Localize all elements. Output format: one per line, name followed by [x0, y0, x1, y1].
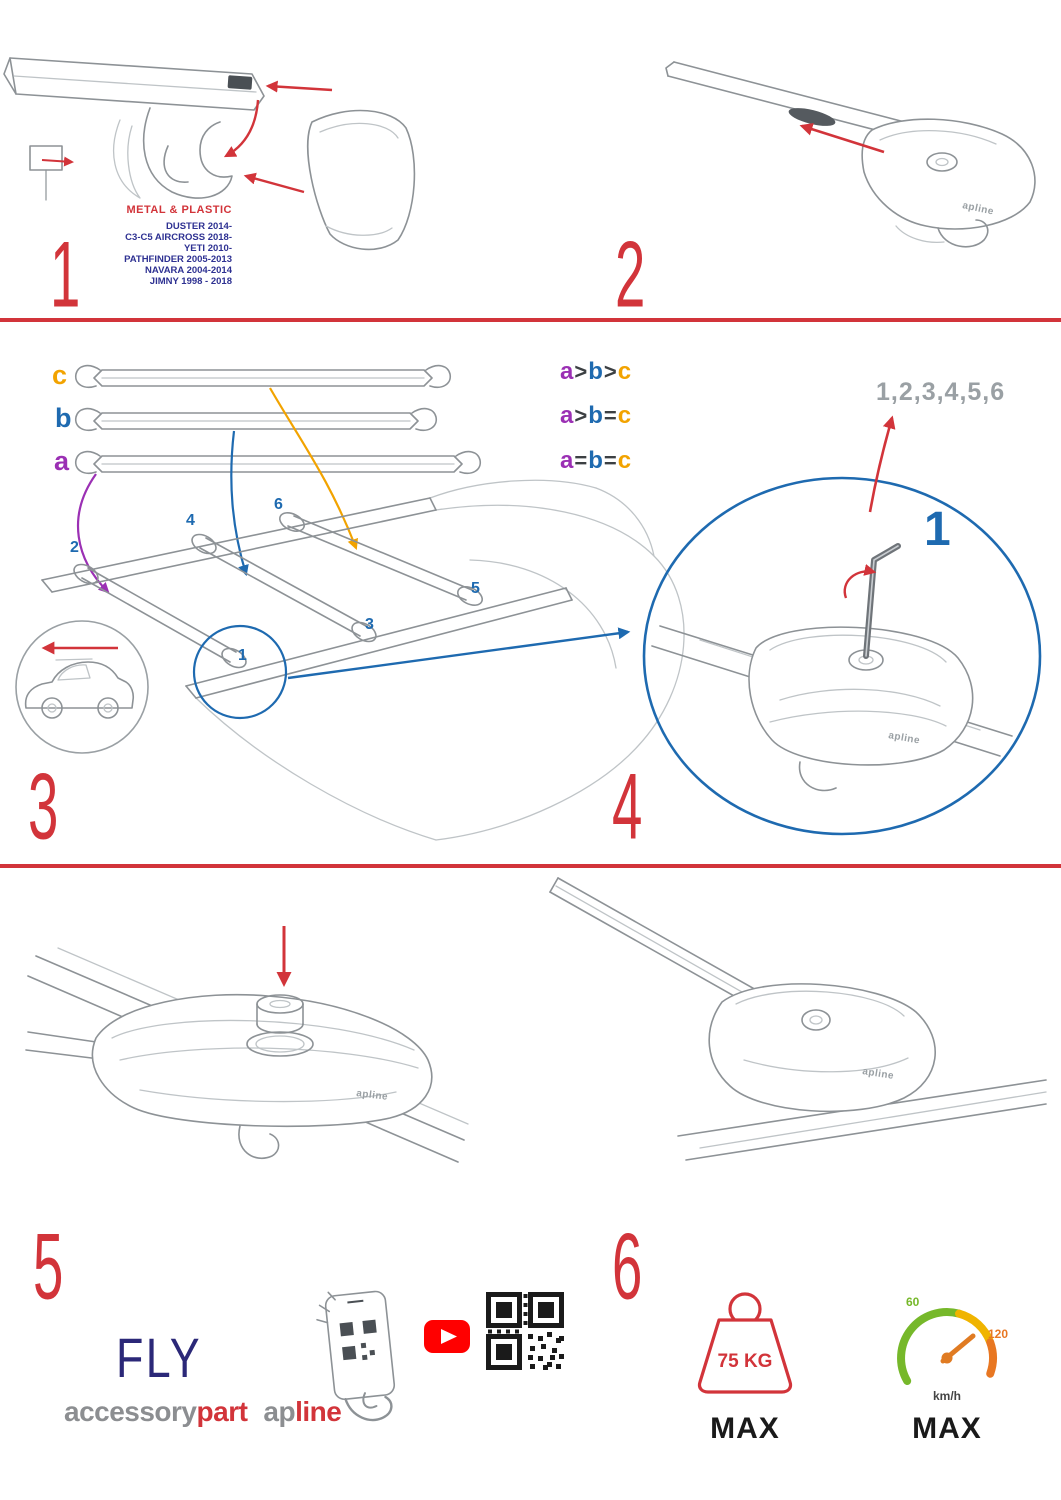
legend-op: >	[603, 359, 618, 384]
legend-a: a	[560, 358, 575, 385]
step4-number: 4	[612, 753, 643, 859]
max-speed-label: MAX	[912, 1412, 982, 1445]
speed-120-label: 120	[988, 1327, 1009, 1341]
vehicle-list: DUSTER 2014- C3-C5 AIRCROSS 2018- YETI 2…	[72, 221, 232, 287]
speed-unit-label: km/h	[932, 1389, 961, 1403]
apline-logo: apline	[887, 730, 920, 746]
apline-logo: apline	[356, 1088, 389, 1103]
step2-illustration: apline	[665, 61, 1036, 248]
legend-c: c	[617, 402, 633, 429]
roof-position-4: 4	[186, 512, 195, 529]
legend-op: =	[574, 448, 589, 473]
detail-connector-arrow	[287, 627, 631, 680]
legend-row-2: a>b=c	[560, 402, 632, 430]
max-weight-label: MAX	[710, 1412, 780, 1445]
max-weight-value: 75 KG	[717, 1351, 773, 1372]
legend-b: b	[588, 358, 604, 385]
bar-label-b: b	[55, 403, 72, 433]
bar-label-a: a	[54, 446, 70, 476]
rotation-arrow	[843, 564, 877, 599]
max-weight-icon	[697, 1292, 793, 1394]
speed-60-label: 60	[906, 1295, 920, 1309]
vehicle-item: PATHFINDER 2005-2013	[124, 254, 232, 265]
section-divider-2	[0, 864, 1061, 868]
legend-b: b	[588, 402, 604, 429]
legend-op: >	[574, 403, 589, 428]
car-orientation-inset	[15, 620, 149, 754]
apline-logo: apline	[263, 1398, 341, 1426]
ap-text: ap	[263, 1396, 296, 1427]
roof-position-3: 3	[365, 616, 374, 633]
bar-label-c: c	[52, 360, 68, 390]
roof-position-5: 5	[471, 580, 480, 597]
legend-row-3: a=b=c	[560, 447, 632, 475]
apline-logo: apline	[862, 1066, 895, 1082]
vehicle-item: NAVARA 2004-2014	[145, 265, 232, 276]
roof-drawing	[41, 479, 685, 841]
roof-position-2: 2	[70, 539, 79, 556]
vehicle-item: YETI 2010-	[183, 243, 232, 254]
accessorypart-logo: accessorypart	[64, 1396, 248, 1427]
legend-row-1: a>b>c	[560, 358, 632, 386]
step2-arrow	[799, 122, 885, 154]
bars-abc-drawing	[74, 364, 482, 475]
vehicle-item: JIMNY 1998 - 2018	[149, 276, 232, 287]
step1-illustration	[3, 57, 416, 251]
bar-position-leaders	[76, 387, 358, 594]
section-divider-1	[0, 318, 1061, 322]
step6-number: 6	[612, 1213, 643, 1319]
brand-logos: accessorypart apline	[64, 1396, 342, 1427]
sequence-callout-arrow	[868, 415, 896, 513]
qr-code	[486, 1292, 564, 1370]
step5-number: 5	[33, 1213, 64, 1319]
scan-phone-icon	[316, 1290, 396, 1422]
legend-a: a	[560, 402, 575, 429]
legend-a: a	[560, 447, 575, 474]
position1-callout-circle	[192, 624, 288, 720]
step6-illustration: apline	[549, 877, 1047, 1161]
accessory-text: accessory	[64, 1396, 197, 1427]
legend-op: =	[603, 403, 618, 428]
step4-magnified-detail: apline	[642, 415, 1042, 836]
detail-step-number: 1	[924, 503, 951, 556]
vehicle-item: C3-C5 AIRCROSS 2018-	[125, 232, 232, 243]
step1-arrows	[41, 80, 333, 194]
tightening-sequence: 1,2,3,4,5,6	[876, 378, 1006, 406]
vehicle-item: DUSTER 2014-	[166, 221, 232, 232]
part-text: part	[196, 1396, 248, 1427]
model-name: FLY	[116, 1326, 203, 1389]
youtube-icon	[424, 1320, 470, 1353]
legend-b: b	[588, 447, 604, 474]
legend-c: c	[617, 447, 633, 474]
bar-slot	[788, 108, 836, 126]
step2-number: 2	[615, 221, 646, 327]
step3-number: 3	[28, 753, 59, 859]
roof-position-6: 6	[274, 496, 283, 513]
material-label: METAL & PLASTIC	[126, 204, 232, 216]
apline-plate	[227, 75, 253, 90]
line-text: line	[295, 1396, 342, 1427]
legend-op: =	[603, 448, 618, 473]
speedometer-icon	[897, 1308, 997, 1385]
step5-illustration: apline	[25, 926, 469, 1163]
roof-position-1: 1	[238, 647, 247, 664]
legend-c: c	[617, 358, 633, 385]
legend-op: >	[574, 359, 589, 384]
step1-number: 1	[50, 221, 81, 327]
